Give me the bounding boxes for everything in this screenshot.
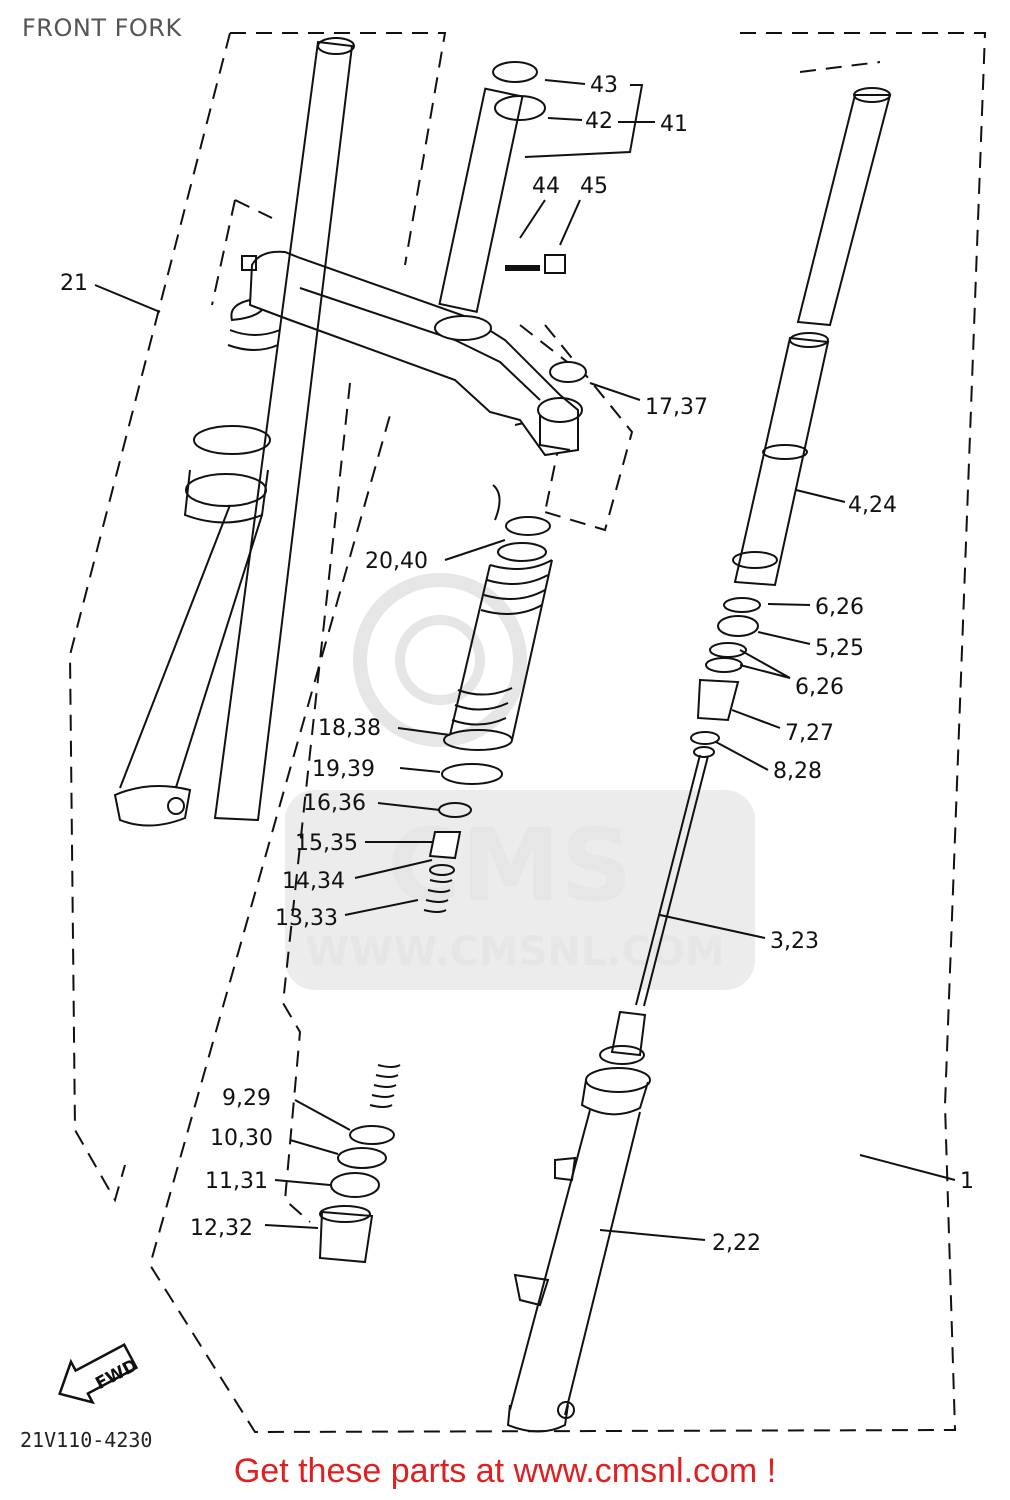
part-label-12: 12,32 [190, 1216, 253, 1241]
part-label-2: 2,22 [712, 1231, 761, 1256]
diagram-code: 21V110-4230 [20, 1428, 153, 1452]
watermark: CMS WWW.CMSNL.COM [285, 573, 755, 990]
right-fork-assembly [506, 87, 892, 1433]
damper-stack [318, 516, 553, 1264]
part-label-16: 16,36 [303, 791, 366, 816]
part-label-42: 42 [585, 109, 613, 134]
part-label-4: 4,24 [848, 493, 897, 518]
dashed-boundaries [68, 32, 987, 1434]
part-label-1: 1 [960, 1169, 974, 1194]
part-label-11: 11,31 [205, 1169, 268, 1194]
part-label-3: 3,23 [770, 929, 819, 954]
watermark-brand: CMS [388, 807, 633, 924]
part-label-14: 14,34 [282, 869, 345, 894]
leader-lines [94, 79, 956, 1241]
part-label-43: 43 [590, 73, 618, 98]
promo-link[interactable]: Get these parts at www.cmsnl.com ! [233, 1452, 777, 1490]
part-label-41: 41 [660, 112, 688, 137]
part-label-6a: 6,26 [815, 595, 864, 620]
part-label-8: 8,28 [773, 759, 822, 784]
part-label-15: 15,35 [295, 831, 358, 856]
left-fork-assembly [113, 37, 355, 827]
part-label-9: 9,29 [222, 1086, 271, 1111]
part-label-18: 18,38 [318, 716, 381, 741]
page-title: FRONT FORK [22, 14, 182, 42]
steering-stem-group [241, 61, 587, 521]
part-label-10: 10,30 [210, 1126, 273, 1151]
part-label-6b: 6,26 [795, 675, 844, 700]
part-labels: 1 2,22 3,23 4,24 5,25 6,26 6,26 7,27 8,2… [60, 73, 974, 1256]
fwd-arrow-icon [58, 1343, 139, 1405]
part-label-21: 21 [60, 271, 88, 296]
part-label-44: 44 [532, 174, 560, 199]
part-label-20: 20,40 [365, 549, 428, 574]
part-label-7: 7,27 [785, 721, 834, 746]
part-label-13: 13,33 [275, 906, 338, 931]
part-label-5: 5,25 [815, 636, 864, 661]
part-label-19: 19,39 [312, 757, 375, 782]
part-label-45: 45 [580, 174, 608, 199]
part-label-17: 17,37 [645, 395, 708, 420]
